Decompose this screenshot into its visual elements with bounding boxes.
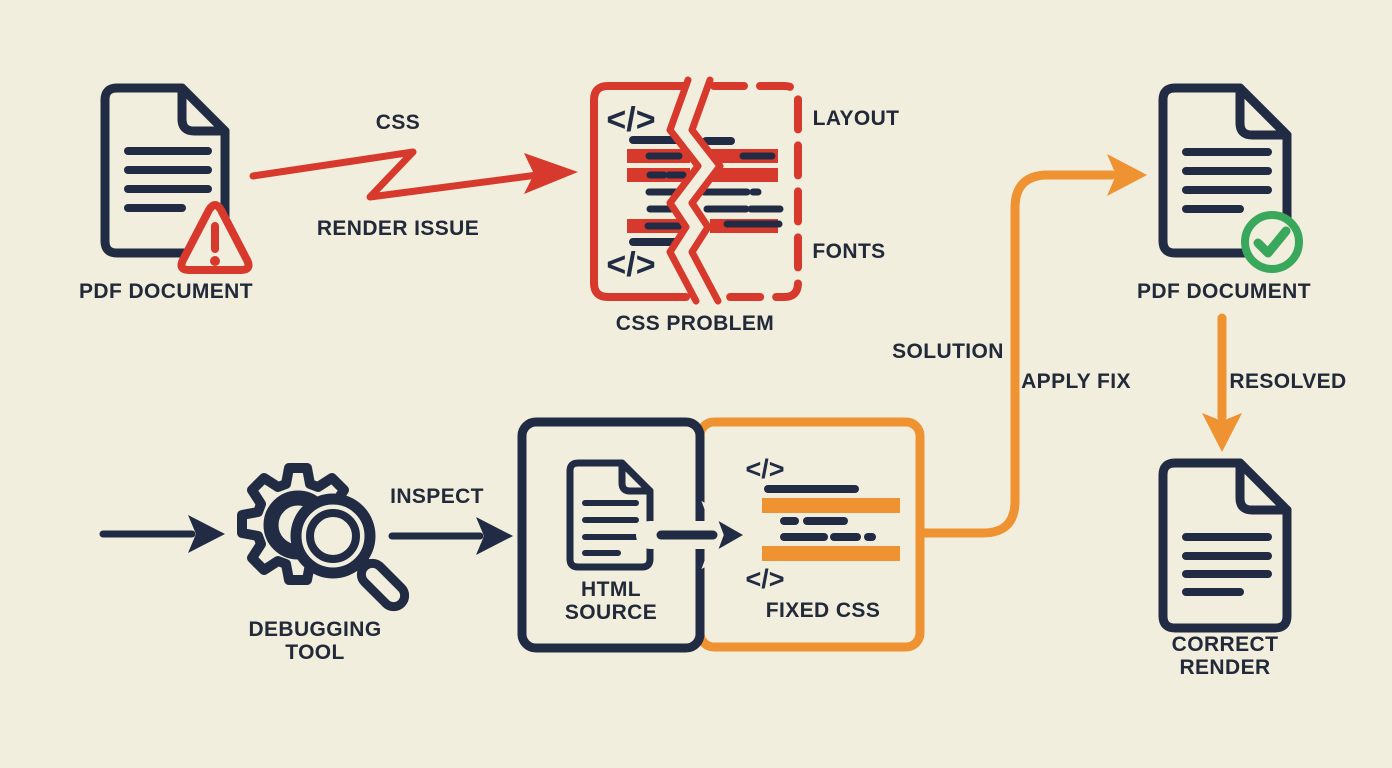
fixed-css-label: FIXED CSS (765, 599, 881, 622)
broken-block-right-border (708, 82, 802, 301)
warning-triangle-icon (177, 201, 253, 274)
debugging-tool-label-line1: DEBUGGING (248, 618, 382, 641)
navy-arrowhead (701, 500, 762, 570)
inspect-edge-label: INSPECT (390, 485, 484, 508)
document-check-icon (1158, 83, 1303, 273)
apply-fix-connector-arrow (915, 154, 1147, 538)
code-glyph-top: </> (606, 101, 655, 139)
document-fold (1235, 458, 1292, 515)
document-text-lines (582, 500, 639, 556)
source-to-css-arrow (636, 500, 762, 570)
document-outline (1158, 458, 1292, 633)
broken-code-lines (627, 136, 784, 246)
fonts-annotation: FONTS (812, 240, 886, 263)
gear-magnifier-icon (237, 463, 410, 612)
orange-highlight-bar (762, 546, 900, 561)
crack (666, 68, 724, 313)
layout-annotation: LAYOUT (812, 107, 900, 130)
document-icon (566, 459, 654, 571)
resolved-edge-label: RESOLVED (1229, 370, 1347, 393)
document-fold (1235, 83, 1292, 140)
css-problem-label: CSS PROBLEM (615, 312, 775, 335)
orange-highlight-bar (762, 498, 900, 513)
correct-render-document-icon (1158, 458, 1292, 633)
apply-fix-edge-label: APPLY FIX (1021, 370, 1131, 393)
html-source-label-line2: SOURCE (564, 601, 658, 624)
orange-arrowhead (1202, 413, 1242, 452)
inspect-arrow (388, 517, 513, 555)
render-issue-zigzag-arrow (249, 148, 578, 201)
code-lines-icon: </> </> (695, 417, 925, 652)
magnifier-handle (356, 558, 410, 612)
broken-block-left-border (590, 82, 694, 301)
code-glyph-top: </> (745, 454, 784, 484)
document-text-lines (1182, 533, 1272, 596)
red-highlight-bar (710, 168, 778, 182)
magnifier-icon (290, 493, 410, 612)
debugging-tool-label: DEBUGGING TOOL (248, 618, 381, 664)
document-fold (177, 83, 230, 136)
correct-render-label-line2: RENDER (1179, 656, 1271, 679)
code-glyph-bottom: </> (745, 564, 784, 594)
document-text-lines (1182, 148, 1272, 213)
flow-in-arrow (99, 515, 225, 553)
orange-arrowhead (1107, 154, 1147, 196)
document-text-lines (124, 147, 212, 212)
html-source-label: HTML SOURCE (565, 578, 657, 624)
resolved-arrow (1202, 313, 1242, 452)
broken-code-block-icon: </> (590, 68, 802, 313)
pdf-document-fixed-label: PDF DOCUMENT (1137, 280, 1311, 303)
red-arrowhead (524, 153, 578, 194)
debugging-tool-label-line2: TOOL (285, 641, 345, 664)
css-edge-label: CSS (375, 111, 421, 134)
html-source-label-line1: HTML (581, 578, 641, 601)
render-issue-edge-label: RENDER ISSUE (316, 217, 480, 240)
pdf-document-error-label: PDF DOCUMENT (79, 280, 253, 303)
correct-render-label: CORRECT RENDER (1172, 633, 1279, 679)
navy-arrowhead (188, 515, 225, 553)
check-badge-icon (1241, 211, 1303, 273)
solution-edge-label: SOLUTION (892, 340, 1004, 363)
document-warning-icon (100, 83, 253, 274)
navy-arrowhead (476, 517, 513, 555)
code-glyph-bottom: </> (606, 246, 655, 284)
correct-render-label-line1: CORRECT (1171, 633, 1279, 656)
